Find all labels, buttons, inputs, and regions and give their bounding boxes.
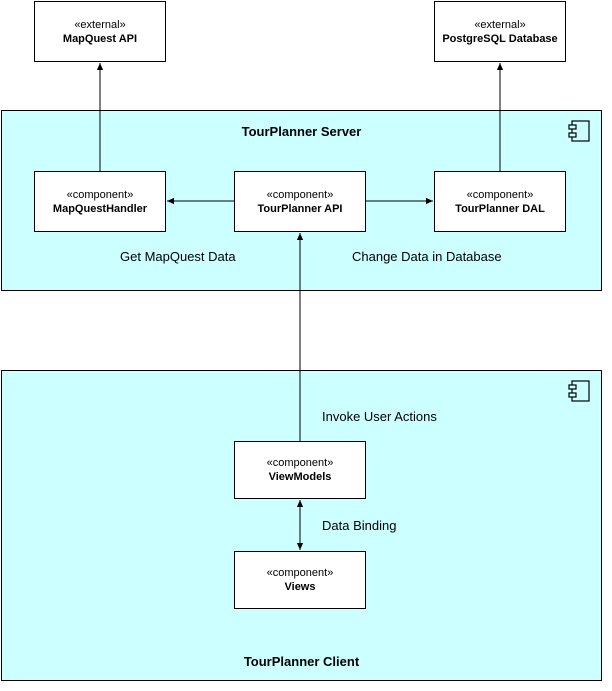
mapquest-api-box: «external» MapQuest API xyxy=(34,1,166,62)
postgresql-database-box: «external» PostgreSQL Database xyxy=(434,1,566,62)
stereotype-label: «external» xyxy=(474,18,526,31)
box-name: TourPlanner API xyxy=(257,202,343,215)
server-title: TourPlanner Server xyxy=(241,124,362,139)
get-mapquest-data-label: Get MapQuest Data xyxy=(120,249,236,264)
box-name: Views xyxy=(284,581,316,593)
data-binding-label: Data Binding xyxy=(322,518,397,533)
views-component: «component» Views xyxy=(234,551,366,609)
box-name: MapQuestHandler xyxy=(52,202,148,215)
component-icon xyxy=(568,380,590,402)
stereotype-label: «component» xyxy=(266,457,334,469)
viewmodels-component: «component» ViewModels xyxy=(234,441,366,499)
invoke-user-actions-label: Invoke User Actions xyxy=(322,409,437,424)
stereotype-label: «component» xyxy=(266,188,334,201)
stereotype-label: «component» xyxy=(266,567,334,579)
box-name: TourPlanner DAL xyxy=(455,202,545,215)
stereotype-label: «external» xyxy=(74,18,126,31)
mapquesthandler-component: «component» MapQuestHandler xyxy=(34,171,166,232)
tourplanner-api-component: «component» TourPlanner API xyxy=(234,171,366,232)
box-name: ViewModels xyxy=(268,471,332,483)
stereotype-label: «component» xyxy=(466,188,534,201)
box-name: MapQuest API xyxy=(62,32,138,45)
stereotype-label: «component» xyxy=(66,188,134,201)
box-name: PostgreSQL Database xyxy=(442,32,558,45)
change-data-label: Change Data in Database xyxy=(352,249,502,264)
tourplanner-dal-component: «component» TourPlanner DAL xyxy=(434,171,566,232)
component-icon xyxy=(568,120,590,142)
client-title: TourPlanner Client xyxy=(243,654,360,669)
